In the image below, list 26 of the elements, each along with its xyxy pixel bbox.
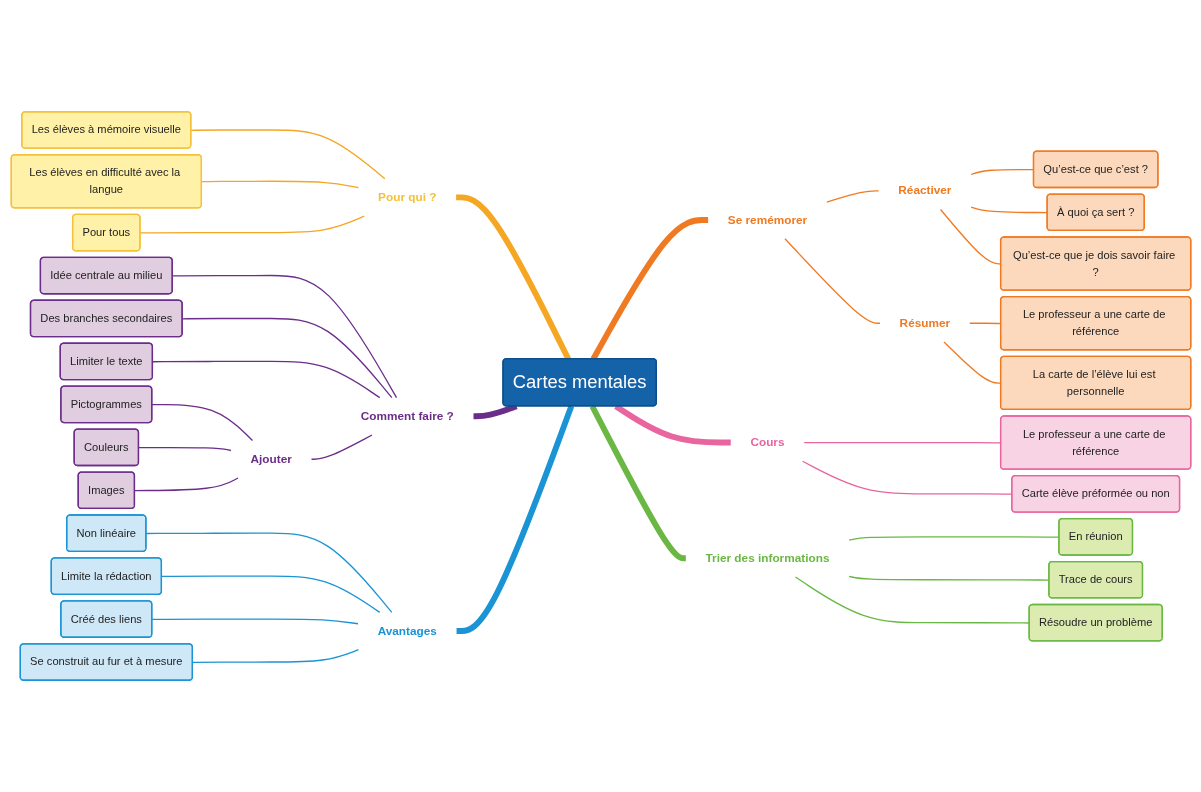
connector xyxy=(310,434,373,460)
connector xyxy=(133,477,239,492)
node-text: Avantages xyxy=(377,624,437,638)
connector xyxy=(137,446,232,452)
connector xyxy=(969,168,1034,176)
connector xyxy=(171,274,397,399)
connector xyxy=(191,649,359,663)
node-text: Cours xyxy=(749,435,785,449)
connector xyxy=(181,317,392,399)
node-text: Résumer xyxy=(899,316,950,330)
connector xyxy=(139,215,365,234)
connector xyxy=(145,532,392,613)
connector xyxy=(783,238,881,324)
connector xyxy=(589,404,686,562)
connector xyxy=(455,194,571,361)
connector xyxy=(160,575,380,613)
connector xyxy=(825,190,879,203)
node-text: Comment faire ? xyxy=(360,409,454,423)
connector xyxy=(200,180,359,189)
connector xyxy=(151,360,380,399)
node-text: Ajouter xyxy=(250,452,292,466)
node-text: Pour qui ? xyxy=(377,190,436,204)
node-text: Se remémorer xyxy=(727,213,807,227)
node-text: Trier des informations xyxy=(705,551,829,565)
node-text: Réactiver xyxy=(897,183,951,198)
connector xyxy=(456,405,574,634)
